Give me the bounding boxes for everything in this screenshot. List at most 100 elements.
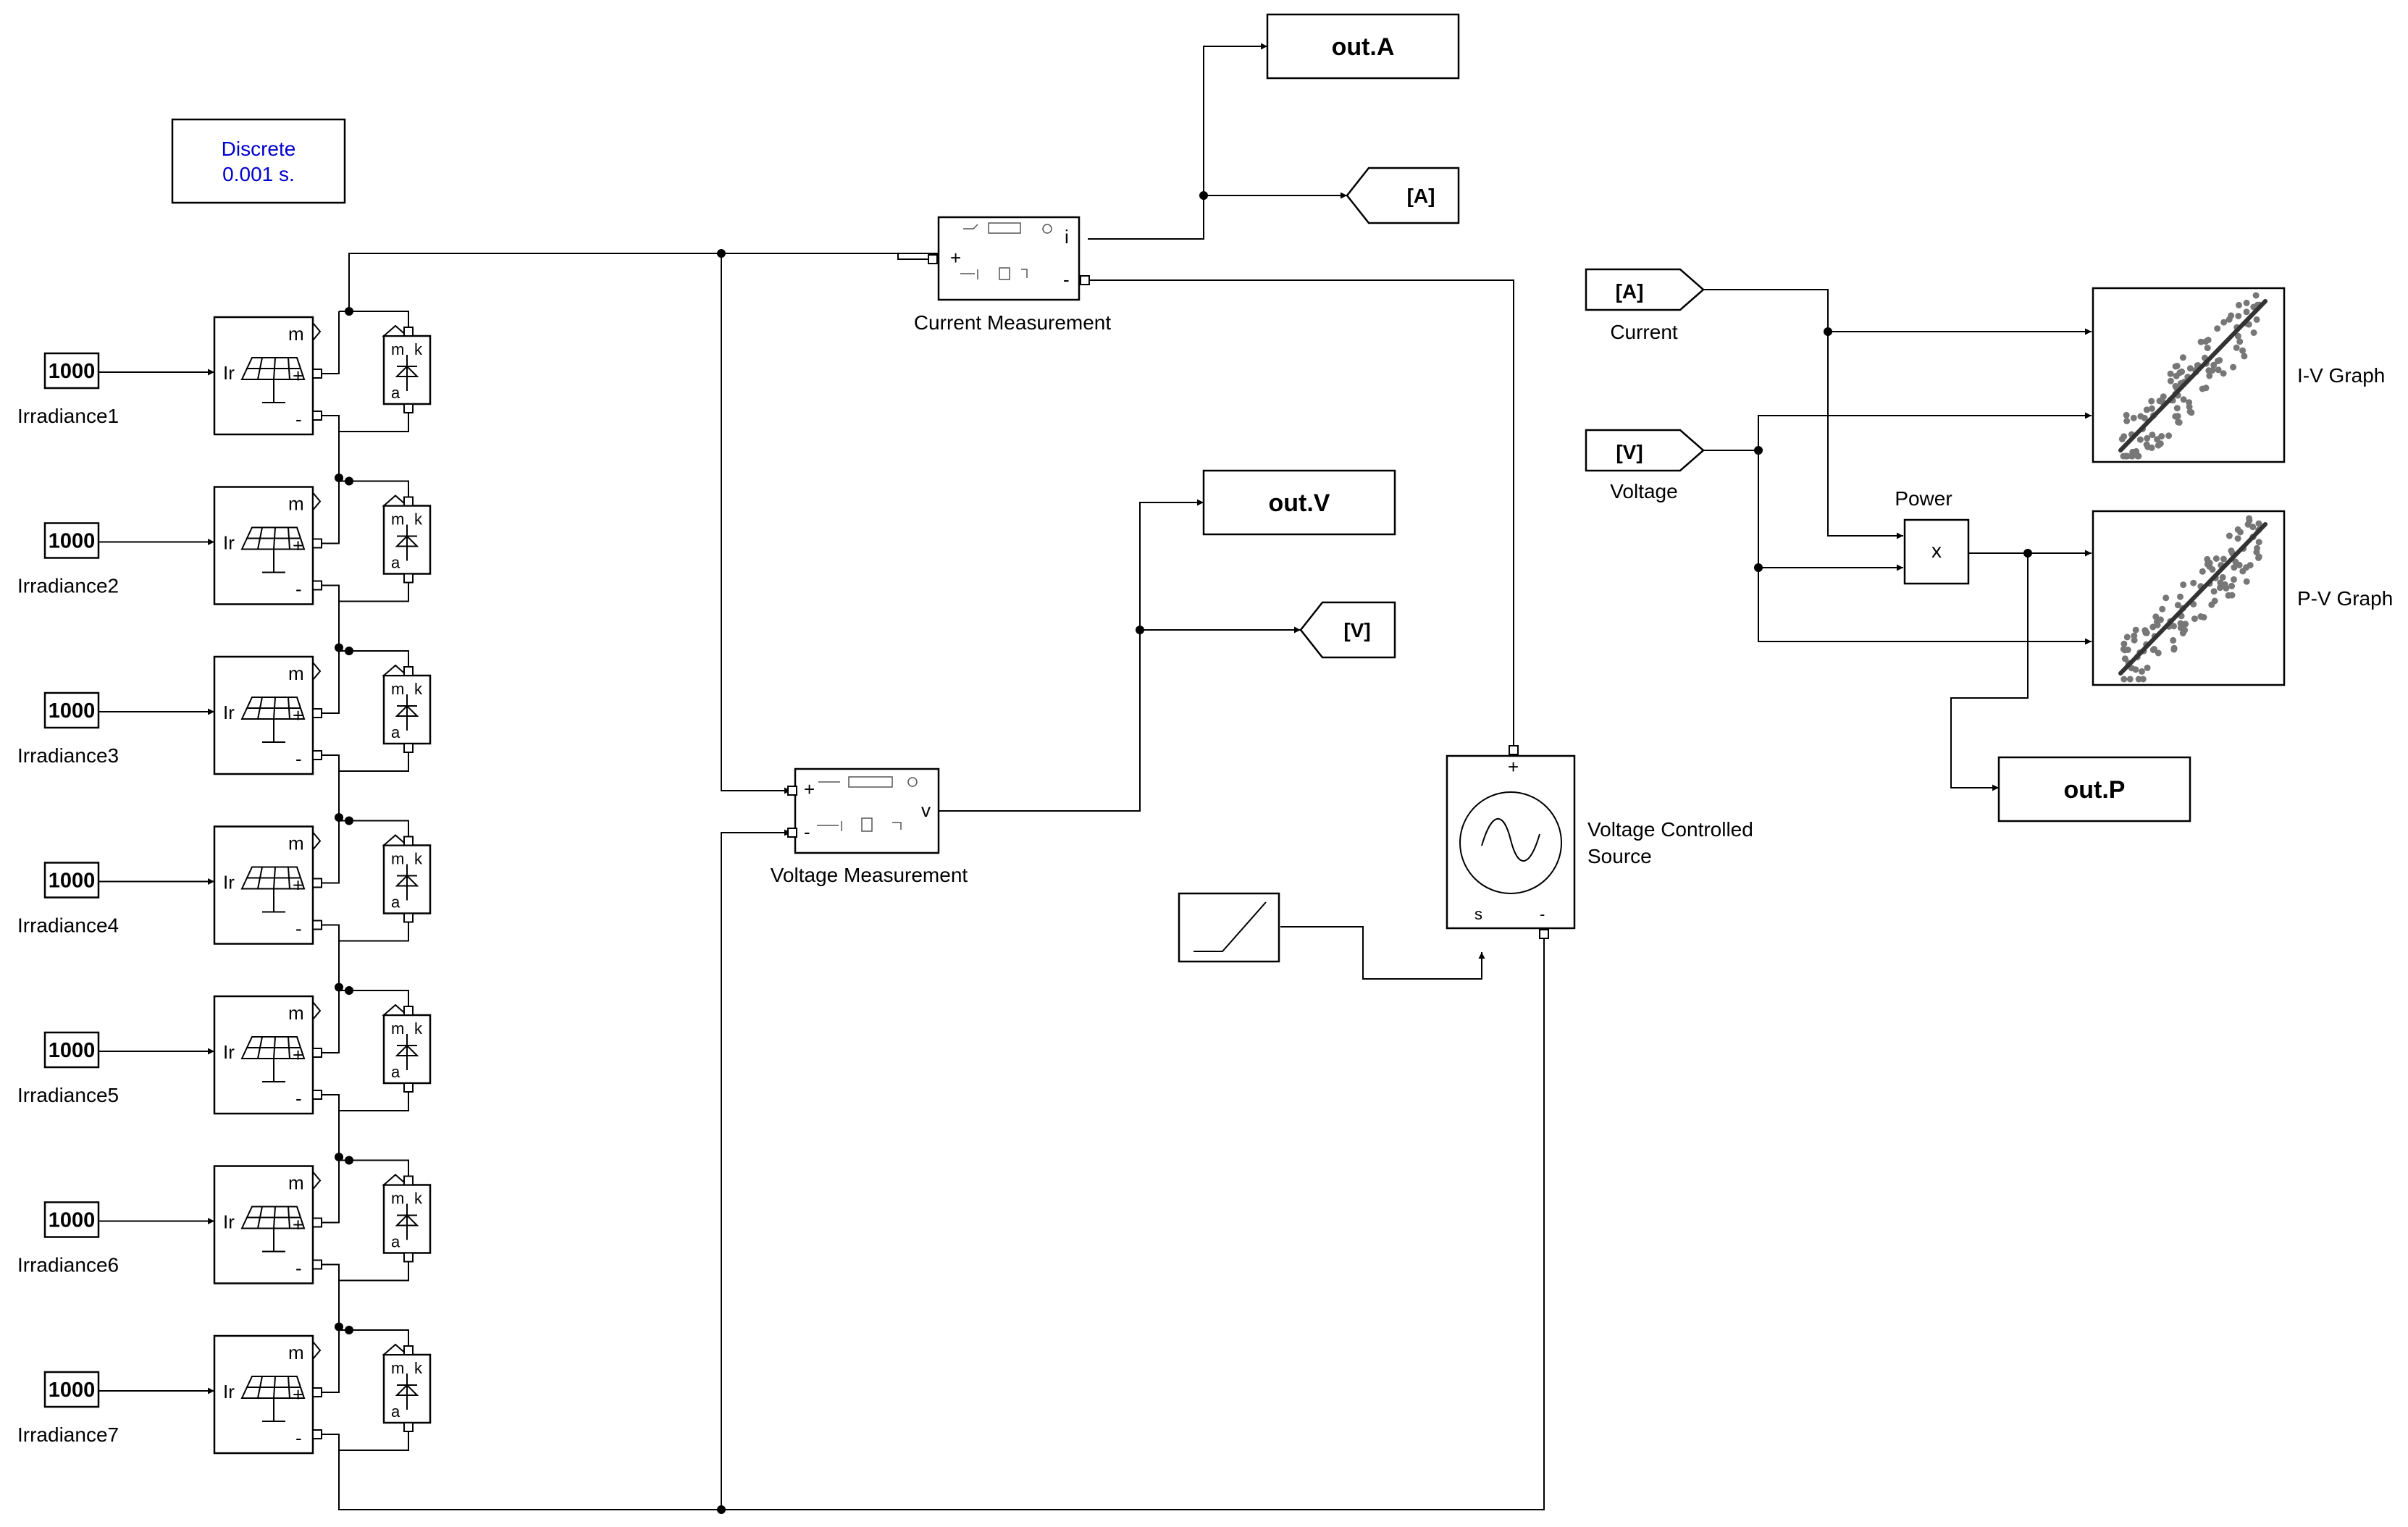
irradiance-label: Irradiance7 [17, 1423, 119, 1446]
solar-panel-icon [240, 1206, 306, 1253]
pv-minus-port: - [295, 1088, 302, 1109]
diode-a-port: a [391, 893, 400, 912]
diode-icon [395, 1374, 419, 1410]
current-meas-i-port: i [1065, 226, 1069, 248]
diode-m-port: m [391, 1019, 404, 1038]
pv-graph-label: P-V Graph [2297, 587, 2393, 610]
pv-ir-port: Ir [223, 1211, 235, 1233]
pv-ir-port: Ir [223, 1041, 235, 1063]
out-p-workspace-block[interactable]: out.P [1997, 756, 2191, 823]
from-v-tag[interactable]: [V] Voltage [1585, 429, 1705, 502]
irradiance-constant-block[interactable]: 1000 [43, 1031, 100, 1069]
diode-m-port: m [391, 1359, 404, 1377]
pv-graph-block[interactable]: P-V Graph [2092, 510, 2393, 686]
pv-ir-port: Ir [223, 1381, 235, 1402]
powergui-solver-block[interactable]: Discrete 0.001 s. [171, 118, 346, 204]
measurement-internal-icon [960, 222, 1052, 280]
voltage-measurement-block[interactable]: + - v Voltage Measurement [771, 767, 968, 886]
out-v-workspace-block[interactable]: out.V [1202, 469, 1396, 536]
out-p-label: out.P [2064, 776, 2126, 804]
diode-icon [395, 1034, 419, 1070]
product-operator: x [1931, 539, 1942, 562]
diode-icon [395, 1203, 419, 1240]
irradiance-value: 1000 [49, 1379, 96, 1402]
diode-a-port: a [391, 1402, 400, 1421]
pv-minus-port: - [295, 1427, 302, 1449]
voltage-measurement-label: Voltage Measurement [771, 864, 968, 886]
pv-array-block[interactable]: Irm+- [213, 655, 322, 775]
pv-array-block[interactable]: Irm+- [213, 995, 322, 1115]
pv-ir-port: Ir [223, 532, 235, 554]
pv-array-block[interactable]: Irm+- [213, 1334, 322, 1455]
out-a-workspace-block[interactable]: out.A [1266, 13, 1460, 80]
out-a-label: out.A [1332, 33, 1395, 61]
current-measurement-block[interactable]: + - i Current Measurement [914, 216, 1112, 334]
pv-ir-port: Ir [223, 362, 235, 384]
current-measurement-label: Current Measurement [914, 311, 1112, 334]
from-a-text: [A] [1616, 280, 1644, 303]
pv-m-port: m [288, 1172, 304, 1194]
irradiance-label: Irradiance6 [17, 1254, 119, 1276]
voltage-meas-plus-port: + [804, 778, 815, 800]
pv-m-port: m [288, 662, 304, 684]
goto-v-tag[interactable]: [V] [1299, 601, 1396, 659]
pv-minus-port: - [295, 408, 302, 430]
source-s-port: s [1474, 905, 1482, 923]
voltage-meas-minus-port: - [804, 821, 810, 843]
from-v-label: Voltage [1610, 480, 1677, 502]
power-product-block[interactable]: x Power [1895, 487, 1970, 585]
diode-k-port: k [414, 680, 423, 698]
goto-a-tag[interactable]: [A] [1346, 167, 1460, 224]
power-label: Power [1895, 487, 1952, 510]
pv-array-block[interactable]: Irm+- [213, 486, 322, 605]
pv-m-port: m [288, 1342, 304, 1363]
from-a-tag[interactable]: [A] Current [1585, 268, 1705, 343]
diode-k-port: k [414, 340, 423, 358]
diode-m-port: m [391, 1190, 404, 1208]
solar-panel-icon [240, 357, 306, 403]
solar-panel-icon [240, 866, 306, 913]
irradiance-constant-block[interactable]: 1000 [43, 862, 100, 899]
pv-m-port: m [288, 1002, 304, 1024]
irradiance-value: 1000 [49, 530, 96, 553]
ramp-block[interactable] [1178, 892, 1280, 963]
solar-panel-icon [240, 1376, 306, 1422]
irradiance-constant-block[interactable]: 1000 [43, 522, 100, 559]
irradiance-constant-block[interactable]: 1000 [43, 352, 100, 390]
solver-mode-text: Discrete [222, 138, 296, 160]
iv-graph-label: I-V Graph [2297, 364, 2385, 387]
irradiance-constant-block[interactable]: 1000 [43, 691, 100, 729]
pv-minus-port: - [295, 1258, 302, 1279]
pv-array-block[interactable]: Irm+- [213, 825, 322, 945]
source-plus-port: + [1508, 756, 1519, 778]
irradiance-constant-block[interactable]: 1000 [43, 1201, 100, 1238]
diode-icon [395, 864, 419, 901]
diode-m-port: m [391, 340, 404, 358]
irradiance-constant-block[interactable]: 1000 [43, 1371, 100, 1408]
irradiance-value: 1000 [49, 699, 96, 723]
irradiance-label: Irradiance3 [17, 744, 119, 767]
source-label-line2: Source [1587, 845, 1652, 867]
diode-a-port: a [391, 723, 400, 741]
solver-step-text: 0.001 s. [222, 163, 295, 185]
current-meas-plus-port: + [950, 247, 961, 269]
diode-k-port: k [414, 510, 423, 529]
irradiance-label: Irradiance1 [17, 405, 119, 427]
pv-array-block[interactable]: Irm+- [213, 1165, 322, 1284]
pv-array-block[interactable]: Irm+- [213, 316, 322, 436]
iv-graph-block[interactable]: I-V Graph [2092, 287, 2385, 463]
voltage-controlled-source-block[interactable]: + s - Voltage Controlled Source [1446, 745, 1753, 939]
diode-k-port: k [414, 1190, 423, 1208]
pv-minus-port: - [295, 918, 302, 940]
